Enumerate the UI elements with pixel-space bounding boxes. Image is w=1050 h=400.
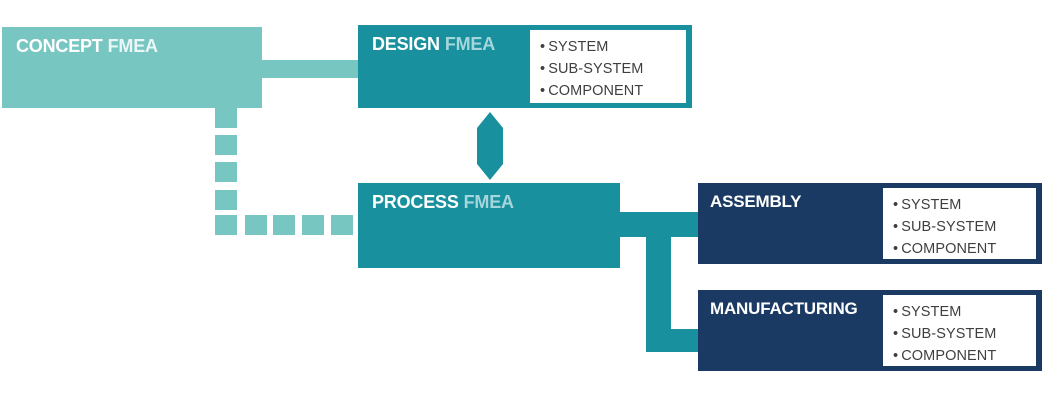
dash-segment xyxy=(215,108,237,128)
dash-segment xyxy=(331,215,353,235)
list-item: SUB-SYSTEM xyxy=(540,58,686,80)
design-label-strong: DESIGN xyxy=(372,34,440,54)
manufacturing-label: MANUFACTURING xyxy=(710,299,858,318)
manufacturing-scope-panel: SYSTEM SUB-SYSTEM COMPONENT xyxy=(883,295,1036,366)
dash-segment xyxy=(273,215,295,235)
process-label-suffix: FMEA xyxy=(463,192,514,212)
list-item: SYSTEM xyxy=(893,301,1036,323)
list-item: COMPONENT xyxy=(893,238,1036,260)
dash-segment xyxy=(215,190,237,210)
dash-segment xyxy=(302,215,324,235)
dash-segment xyxy=(215,162,237,182)
dash-segment xyxy=(215,135,237,155)
dash-segment xyxy=(215,215,237,235)
connector-vertical xyxy=(646,212,671,352)
assembly-scope-panel: SYSTEM SUB-SYSTEM COMPONENT xyxy=(883,188,1036,259)
design-scope-list: SYSTEM SUB-SYSTEM COMPONENT xyxy=(530,30,686,102)
dash-segment xyxy=(245,215,267,235)
list-item: SYSTEM xyxy=(893,194,1036,216)
assembly-scope-list: SYSTEM SUB-SYSTEM COMPONENT xyxy=(883,188,1036,260)
assembly-box: ASSEMBLY SYSTEM SUB-SYSTEM COMPONENT xyxy=(698,183,1042,264)
design-scope-panel: SYSTEM SUB-SYSTEM COMPONENT xyxy=(530,30,686,103)
list-item: SYSTEM xyxy=(540,36,686,58)
process-label-strong: PROCESS xyxy=(372,192,459,212)
list-item: COMPONENT xyxy=(540,80,686,102)
connector-arm xyxy=(646,329,698,352)
design-label-suffix: FMEA xyxy=(444,34,496,54)
design-process-bidirectional-arrow-icon xyxy=(477,112,503,180)
manufacturing-box: MANUFACTURING SYSTEM SUB-SYSTEM COMPONEN… xyxy=(698,290,1042,371)
list-item: SUB-SYSTEM xyxy=(893,216,1036,238)
list-item: SUB-SYSTEM xyxy=(893,323,1036,345)
concept-label-suffix: FMEA xyxy=(107,36,158,56)
manufacturing-scope-list: SYSTEM SUB-SYSTEM COMPONENT xyxy=(883,295,1036,367)
connector-concept-to-design xyxy=(262,60,358,78)
assembly-label: ASSEMBLY xyxy=(710,192,802,211)
list-item: COMPONENT xyxy=(893,345,1036,367)
concept-label-strong: CONCEPT xyxy=(16,36,103,56)
